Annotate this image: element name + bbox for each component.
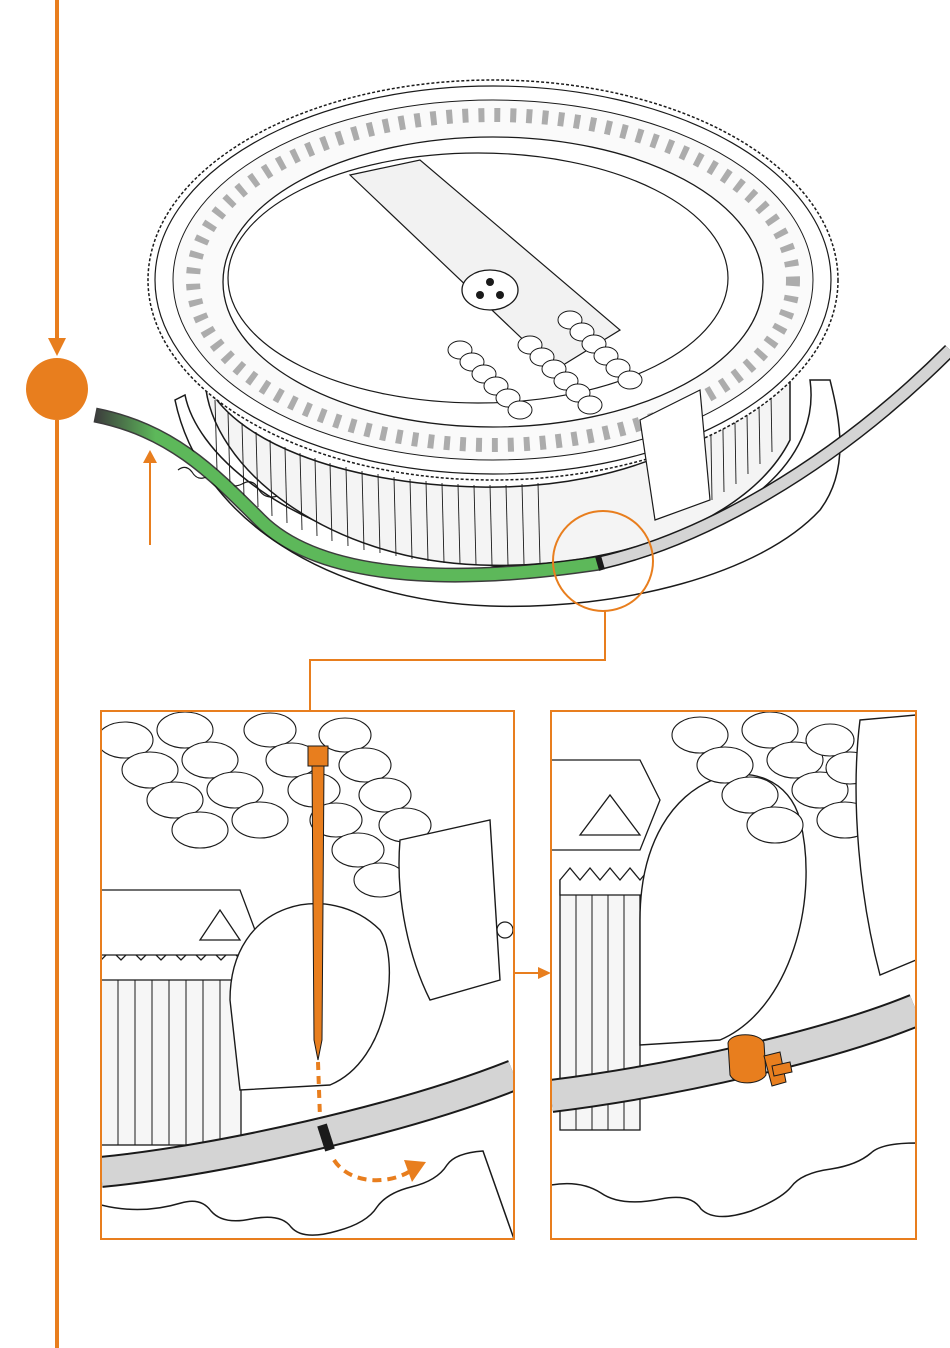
panel2-cable-tie-loop xyxy=(728,1035,766,1083)
timeline-arrow-down-icon xyxy=(48,338,66,356)
panel1-cable-tie-strap xyxy=(312,766,324,1060)
zoom-connector-line xyxy=(310,611,605,711)
cable-tie-band-overview xyxy=(598,556,602,570)
overview-illustration xyxy=(95,80,950,611)
hub-hole-1 xyxy=(486,278,494,286)
detail-panel-tie-insert xyxy=(97,711,514,1239)
insert-arrow-up-icon xyxy=(143,450,157,463)
hub-hole-3 xyxy=(496,291,504,299)
panel1-bracket xyxy=(101,890,255,955)
panel2-bracket xyxy=(551,760,660,850)
timeline-step-dot xyxy=(26,358,88,420)
panel-transition-arrow-icon xyxy=(538,967,551,979)
center-hub xyxy=(462,270,518,310)
panel1-cable-tie-head xyxy=(308,746,328,766)
detail-panel-tie-fastened xyxy=(551,711,916,1239)
step-timeline xyxy=(26,0,88,1348)
hub-hole-2 xyxy=(476,291,484,299)
